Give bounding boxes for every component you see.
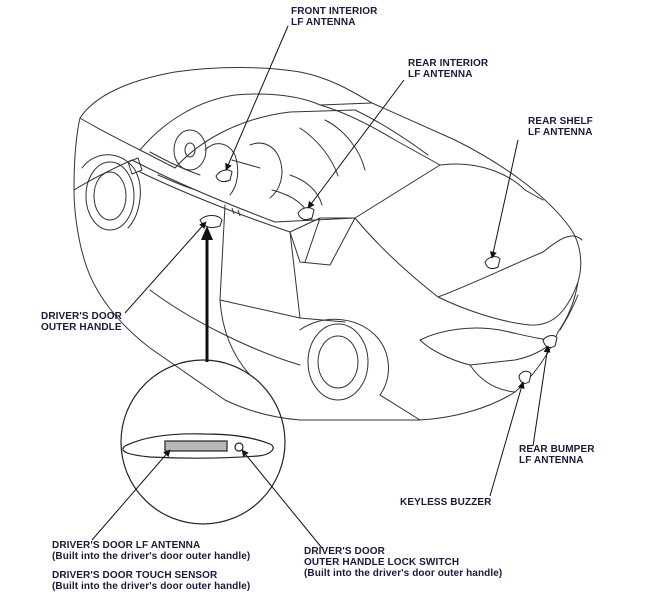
zoom-arrow xyxy=(201,226,213,362)
label-keyless-buzzer: KEYLESS BUZZER xyxy=(400,497,491,508)
label-line: (Built into the driver's door outer hand… xyxy=(304,568,503,579)
zoom-detail-circle xyxy=(120,359,286,525)
door-seams xyxy=(231,207,241,217)
label-line: (Built into the driver's door outer hand… xyxy=(52,581,251,592)
leader-lines xyxy=(91,25,551,549)
label-drivers-door-outer-handle: DRIVER'S DOOR OUTER HANDLE xyxy=(41,311,122,333)
label-line: FRONT INTERIOR xyxy=(291,6,378,17)
car-outline xyxy=(73,67,583,421)
label-line: LF ANTENNA xyxy=(528,127,593,138)
label-rear-bumper-lf-antenna: REAR BUMPER LF ANTENNA xyxy=(519,444,595,466)
label-front-interior-lf-antenna: FRONT INTERIOR LF ANTENNA xyxy=(291,6,377,28)
label-line: REAR INTERIOR xyxy=(408,58,489,69)
label-line: DRIVER'S DOOR LF ANTENNA xyxy=(52,540,201,551)
label-rear-shelf-lf-antenna: REAR SHELF LF ANTENNA xyxy=(528,116,593,138)
component-markers xyxy=(199,169,558,384)
label-line: DRIVER'S DOOR xyxy=(304,546,385,557)
label-line: LF ANTENNA xyxy=(291,17,356,28)
label-line: OUTER HANDLE LOCK SWITCH xyxy=(304,557,460,568)
label-line: DRIVER'S DOOR xyxy=(41,311,122,322)
label-line: DRIVER'S DOOR TOUCH SENSOR xyxy=(52,570,218,581)
label-drivers-door-touch-sensor: DRIVER'S DOOR TOUCH SENSOR (Built into t… xyxy=(52,570,250,592)
label-drivers-door-lf-antenna: DRIVER'S DOOR LF ANTENNA (Built into the… xyxy=(52,540,250,562)
label-line: OUTER HANDLE xyxy=(41,322,122,333)
label-line: (Built into the driver's door outer hand… xyxy=(52,551,251,562)
label-line: REAR BUMPER xyxy=(519,444,595,455)
label-line: REAR SHELF xyxy=(528,116,593,127)
label-rear-interior-lf-antenna: REAR INTERIOR LF ANTENNA xyxy=(408,58,488,80)
label-drivers-door-lock-switch: DRIVER'S DOOR OUTER HANDLE LOCK SWITCH (… xyxy=(304,546,502,579)
label-line: LF ANTENNA xyxy=(519,455,584,466)
label-line: LF ANTENNA xyxy=(408,69,473,80)
label-line: KEYLESS BUZZER xyxy=(400,497,492,508)
